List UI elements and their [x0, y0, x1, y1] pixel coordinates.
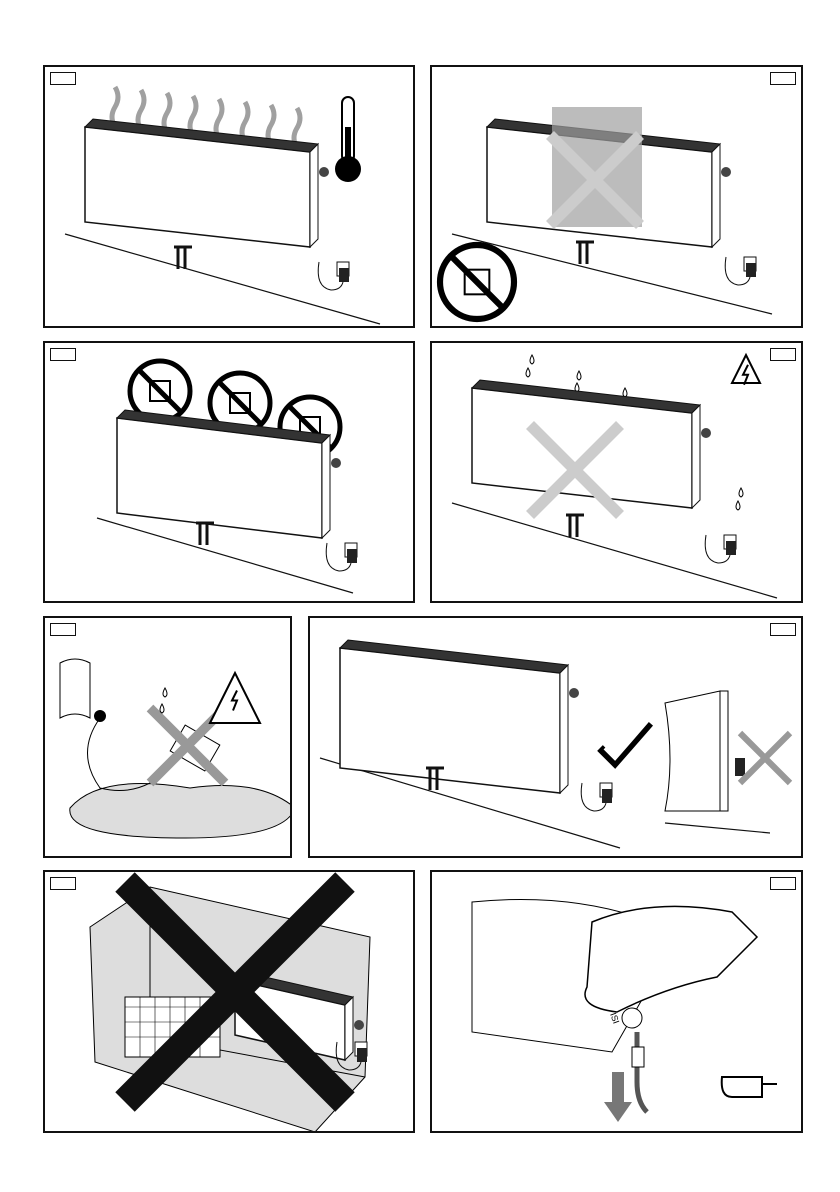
valve-icon [319, 167, 329, 177]
panel-number-box [770, 877, 796, 890]
power-adapter-icon [317, 261, 350, 291]
panel-number-box [50, 348, 76, 361]
panel-do-not-cover [430, 65, 803, 328]
power-adapter-icon [335, 1041, 368, 1071]
power-adapter-icon [325, 542, 358, 572]
pointing-hand-icon [720, 1076, 777, 1098]
valve-icon [569, 688, 579, 698]
label-isi: ISI [608, 1011, 621, 1025]
cross-icon [737, 730, 793, 786]
checkmark-icon [597, 720, 654, 769]
floor-line [64, 233, 381, 325]
illustration [89, 872, 371, 1131]
valve-icon [721, 167, 731, 177]
panel-number-box [50, 72, 76, 85]
panel-not-in-bathroom [43, 870, 415, 1133]
panel-no-water [430, 341, 803, 603]
floor-line [664, 822, 771, 834]
panel-number-box [50, 623, 76, 636]
hand-disconnect-scene: ISI [471, 899, 759, 1114]
panel-disconnect-power: ISI [430, 870, 803, 1133]
illustration [59, 658, 290, 839]
panel-heat-output [43, 65, 415, 328]
floor-line [451, 502, 778, 599]
no-climbing-icon [127, 358, 193, 424]
pipes-icon [566, 513, 584, 537]
panel-adapter-mounting [308, 616, 803, 858]
power-adapter-icon [724, 256, 757, 286]
illustration [451, 352, 778, 599]
valve-icon [701, 428, 711, 438]
cross-icon [526, 421, 624, 519]
no-covering-icon [436, 241, 518, 323]
wall-socket [59, 658, 91, 719]
thermometer-icon [335, 96, 361, 182]
radiator [470, 379, 711, 510]
high-voltage-warning-icon [730, 352, 762, 386]
cross-icon [115, 872, 355, 1112]
radiator [115, 409, 341, 540]
down-arrow-icon [604, 1072, 632, 1122]
panel-do-not-climb [43, 341, 415, 603]
power-adapter-icon [704, 534, 737, 564]
floor-line [451, 233, 773, 315]
illustration [319, 639, 793, 849]
panel-number-box [770, 623, 796, 636]
panel-number-box [50, 877, 76, 890]
power-adapter-icon [580, 782, 613, 812]
hand-icon [584, 905, 759, 1013]
floor-line [96, 517, 354, 594]
valve-icon [354, 1020, 364, 1030]
water-puddle [69, 783, 290, 839]
illustration [96, 358, 358, 594]
illustration [64, 85, 381, 325]
pipes-icon [196, 521, 214, 545]
floor-line [319, 757, 621, 849]
panel-number-box [770, 72, 796, 85]
radiator [83, 118, 329, 249]
illustration [436, 107, 773, 323]
high-voltage-warning-icon [208, 670, 262, 724]
cross-icon [546, 131, 644, 229]
pipes-icon [174, 245, 192, 269]
radiator-side-view [664, 690, 745, 812]
panel-number-box [770, 348, 796, 361]
valve-icon [331, 458, 341, 468]
radiator [338, 639, 579, 795]
illustration: ISI [471, 899, 777, 1122]
water-drops-icon [159, 686, 168, 714]
panel-adapter-not-in-water [43, 616, 292, 858]
pipes-icon [576, 240, 594, 264]
pipes-icon [426, 766, 444, 790]
